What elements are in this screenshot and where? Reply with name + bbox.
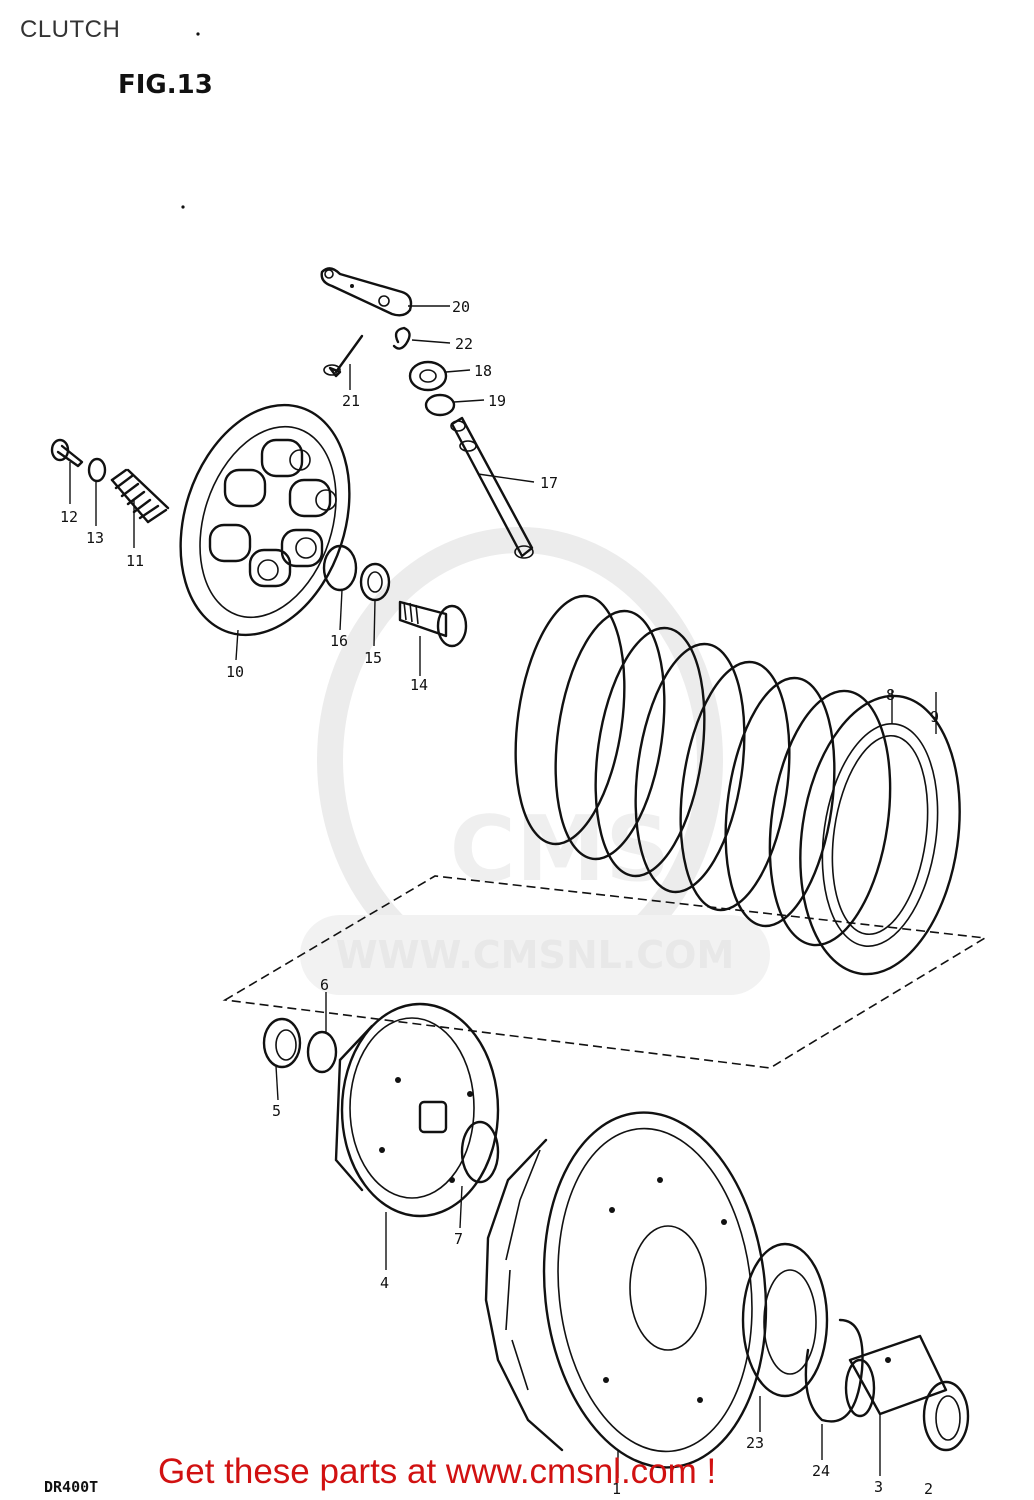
ring-5 xyxy=(262,1017,302,1069)
release-arm xyxy=(320,267,413,317)
part-number-12: 12 xyxy=(60,508,78,526)
washer-6 xyxy=(306,1030,338,1074)
get-parts-link[interactable]: Get these parts at www.cmsnl.com ! xyxy=(158,1452,717,1491)
part-number-21: 21 xyxy=(342,392,360,410)
part-number-20: 20 xyxy=(452,298,470,316)
release-screw xyxy=(323,334,364,378)
clutch-sleeve-hub xyxy=(334,1002,500,1218)
thrust-washer xyxy=(322,544,358,592)
part-numbers: 20 22 18 19 17 21 12 13 11 10 16 15 14 8… xyxy=(60,298,939,1498)
part-number-11: 11 xyxy=(126,552,144,570)
clutch-lifter xyxy=(398,600,468,648)
part-number-6: 6 xyxy=(320,976,329,994)
part-number-1: 1 xyxy=(612,1480,621,1498)
circlip-24 xyxy=(804,1318,864,1423)
thrust-washer-7 xyxy=(460,1120,500,1184)
part-number-4: 4 xyxy=(380,1274,389,1292)
spring-washer xyxy=(87,457,107,483)
part-number-7: 7 xyxy=(454,1230,463,1248)
part-number-2: 2 xyxy=(924,1480,933,1498)
part-number-5: 5 xyxy=(272,1102,281,1120)
part-number-16: 16 xyxy=(330,632,348,650)
part-number-18: 18 xyxy=(474,362,492,380)
clutch-plate-stack xyxy=(514,594,961,976)
part-number-14: 14 xyxy=(410,676,428,694)
watermark-url: WWW.CMSNL.COM xyxy=(336,933,735,977)
part-number-9: 9 xyxy=(930,708,939,726)
part-number-24: 24 xyxy=(812,1462,830,1480)
thrust-bearing xyxy=(359,562,391,602)
release-clip xyxy=(392,326,411,350)
part-number-17: 17 xyxy=(540,474,558,492)
gear-23 xyxy=(741,1242,829,1398)
part-number-3: 3 xyxy=(874,1478,883,1496)
clutch-housing xyxy=(484,1111,768,1469)
pressure-plate xyxy=(179,403,351,637)
release-bearing xyxy=(408,360,448,392)
part-number-23: 23 xyxy=(746,1434,764,1452)
part-number-8: 8 xyxy=(886,686,895,704)
assembly-dashed-outline xyxy=(222,875,988,1069)
washer-2 xyxy=(922,1380,970,1452)
part-number-15: 15 xyxy=(364,649,382,667)
part-number-10: 10 xyxy=(226,663,244,681)
part-number-13: 13 xyxy=(86,529,104,547)
leader-lines xyxy=(69,305,937,1478)
part-number-22: 22 xyxy=(455,335,473,353)
page-title: CLUTCH xyxy=(20,16,121,43)
release-washer xyxy=(424,393,456,417)
model-label: DR400T xyxy=(44,1478,99,1496)
push-rod xyxy=(450,416,534,559)
spacer-3 xyxy=(844,1334,948,1418)
part-number-19: 19 xyxy=(488,392,506,410)
figure-label: FIG.13 xyxy=(118,70,213,100)
clutch-spring xyxy=(110,468,170,524)
watermark: WWW.CMSNL.COM CMS xyxy=(300,527,770,995)
spring-bolt xyxy=(50,438,84,468)
